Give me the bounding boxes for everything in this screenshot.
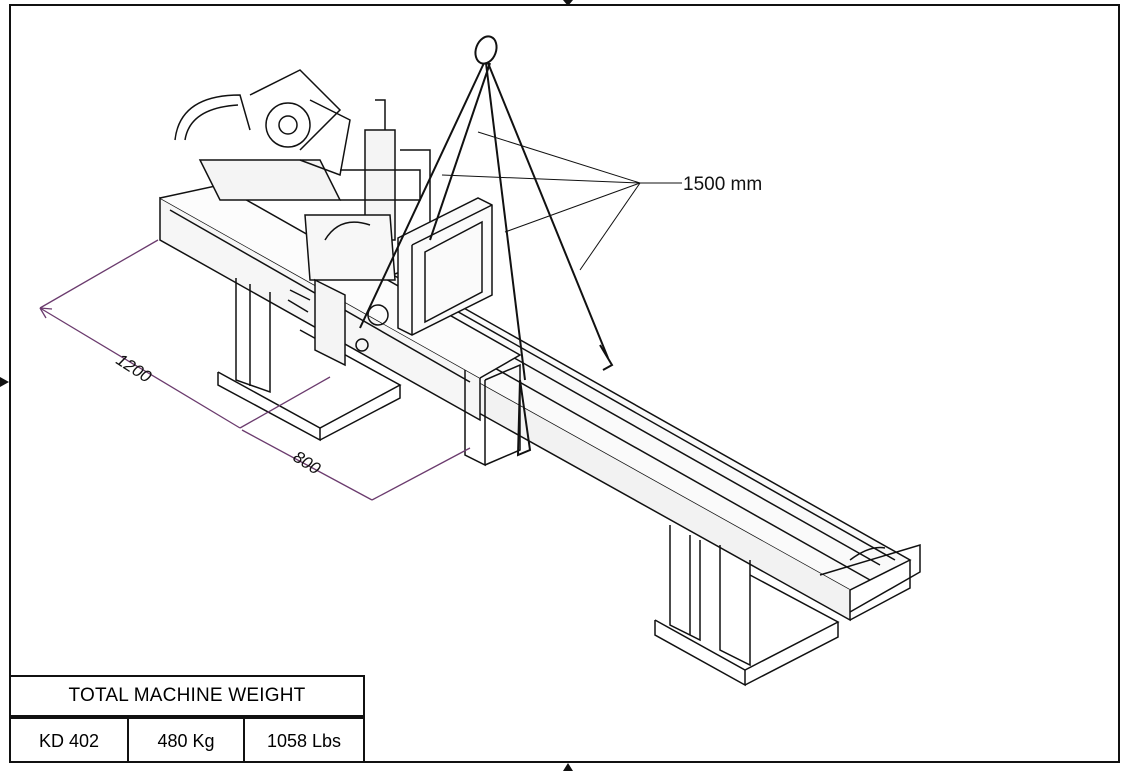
weight-table-row: KD 402 480 Kg 1058 Lbs <box>11 719 363 763</box>
weight-table-title: TOTAL MACHINE WEIGHT <box>11 677 363 719</box>
left-center-mark <box>0 377 9 387</box>
lifting-ring-icon <box>474 35 498 65</box>
lifting-slings <box>359 35 614 457</box>
top-center-mark <box>563 0 573 6</box>
callout-leaders <box>441 131 682 271</box>
sling-length-label: 1500 mm <box>683 174 763 195</box>
drawing-frame <box>9 4 1120 763</box>
dimension-lines <box>39 239 471 501</box>
machine-body <box>159 69 921 687</box>
weight-lbs-cell: 1058 Lbs <box>266 730 342 751</box>
model-cell: KD 402 <box>11 719 129 763</box>
weight-kg-cell: 480 Kg <box>129 719 245 763</box>
bottom-center-mark <box>563 763 573 771</box>
weight-table: TOTAL MACHINE WEIGHT KD 402 480 Kg 1058 … <box>9 675 365 763</box>
